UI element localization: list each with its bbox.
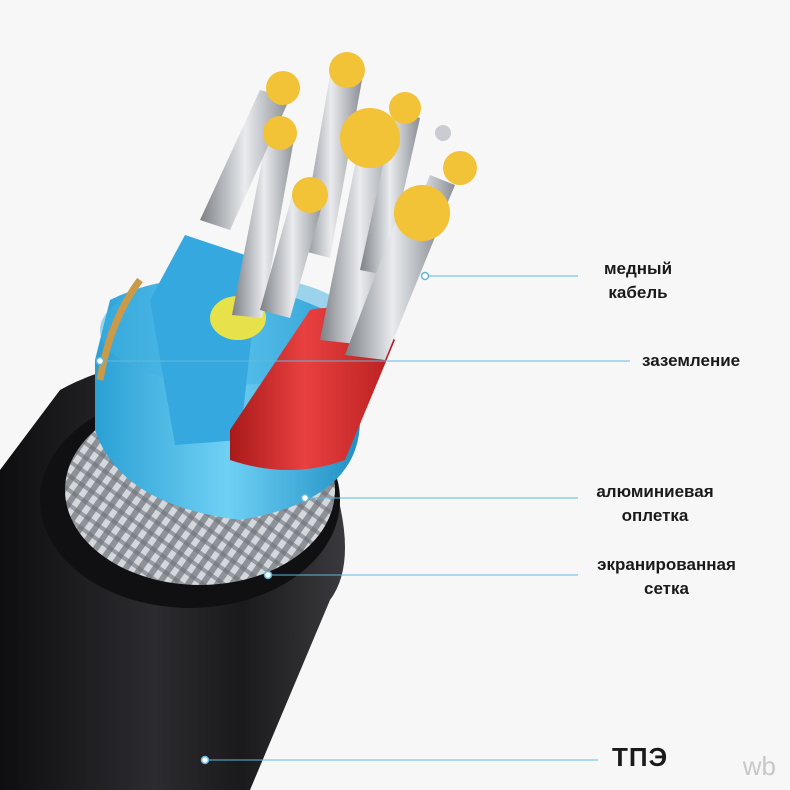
label-grounding: заземление [642, 349, 740, 373]
label-aluminum-line1: алюминиевая [596, 482, 714, 501]
label-copper-line1: медный [603, 259, 673, 278]
label-shielding-mesh: экранированная сетка [584, 553, 749, 601]
leader-lines [100, 275, 630, 761]
ground-wire [96, 277, 143, 381]
inner-blue-core [150, 235, 260, 445]
label-ground-text: заземление [642, 351, 741, 370]
label-mesh-line1: экранированная [597, 555, 736, 574]
watermark: wb [742, 751, 776, 781]
leader-dots [95, 271, 430, 765]
label-tpe: ТПЭ [612, 742, 669, 772]
label-aluminum-line2: оплетка [621, 506, 689, 525]
label-mesh-line2: сетка [644, 579, 689, 598]
strand-end-caps [263, 52, 477, 241]
label-copper-cable: медный кабель [598, 257, 678, 305]
label-tpe-text: ТПЭ [612, 742, 669, 772]
label-copper-line2: кабель [608, 283, 668, 302]
label-aluminum-braid: алюминиевая оплетка [585, 480, 725, 528]
